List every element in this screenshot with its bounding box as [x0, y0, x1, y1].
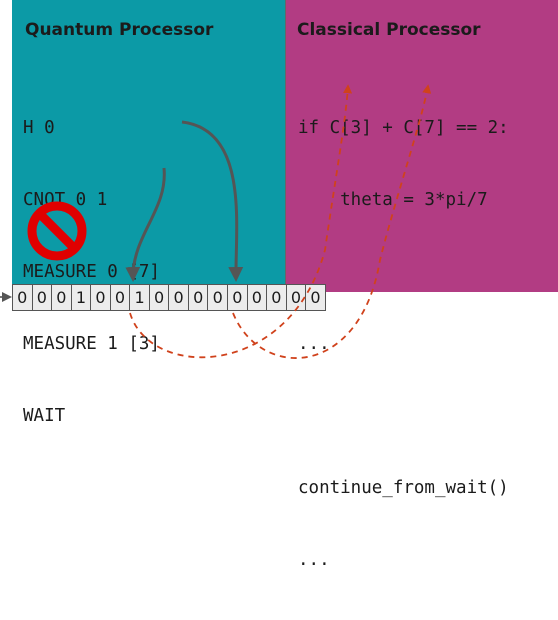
prohibited-icon [27, 201, 87, 261]
feedback-arrow-c7 [232, 84, 432, 359]
classical-code-line: ... [298, 334, 330, 354]
classical-code-line: theta = 3*pi/7 [298, 190, 488, 210]
quantum-panel-title: Quantum Processor [25, 20, 214, 40]
quantum-code-line: H 0 [23, 118, 55, 138]
classical-code-line: ... [298, 550, 330, 570]
register-bit: 0 [109, 284, 131, 311]
quantum-code-line: MEASURE 1 [3] [23, 334, 160, 354]
classical-code-line [298, 404, 509, 428]
classical-code-line: continue_from_wait() [298, 478, 509, 498]
feedback-arrow-c3 [129, 84, 353, 359]
classical-code-line: if C[3] + C[7] == 2: [298, 118, 509, 138]
quantum-code-line: WAIT [23, 406, 66, 426]
measure-arrow-bit-3 [125, 167, 166, 282]
arrows-overlay [0, 84, 432, 359]
register-bit: 0 [305, 284, 326, 311]
classical-panel-title: Classical Processor [297, 20, 481, 40]
measure-arrow-bit-7 [181, 120, 244, 282]
